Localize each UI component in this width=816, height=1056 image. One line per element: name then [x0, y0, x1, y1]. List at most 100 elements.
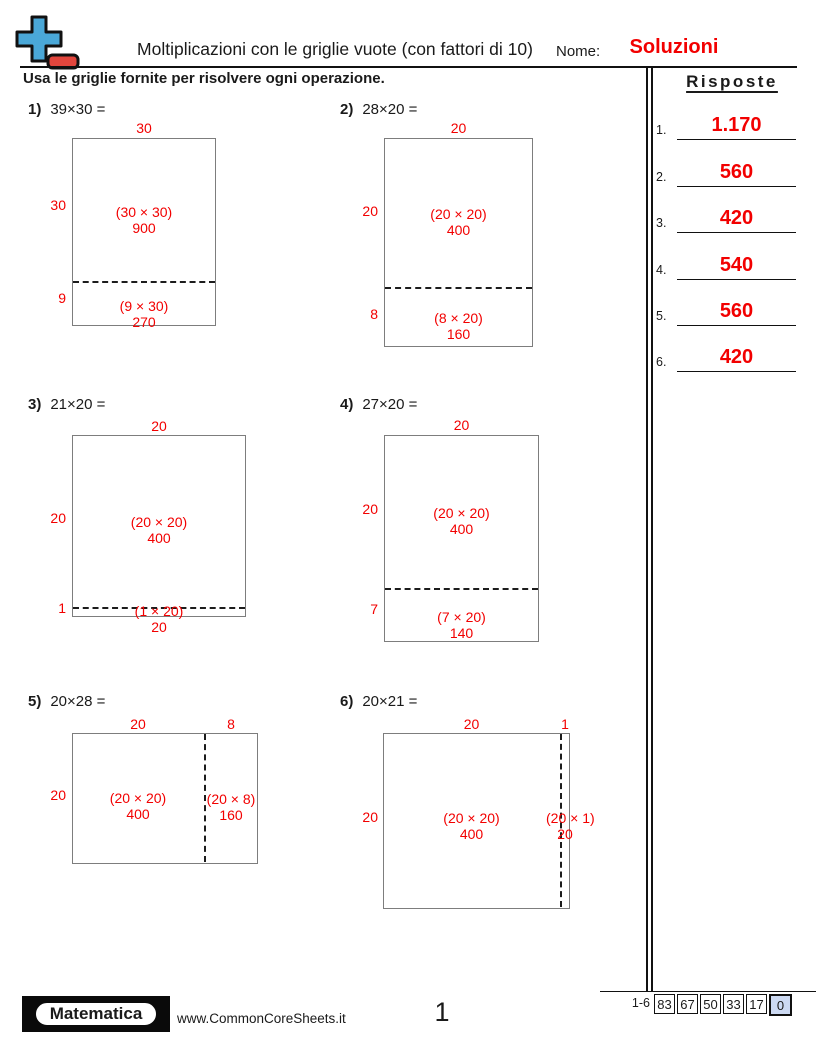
grid-cell-work: (20 × 20) 400	[72, 790, 204, 822]
grid-divider-dashed	[73, 281, 215, 283]
score-cell: 67	[677, 994, 698, 1014]
grid-cell-work: (20 × 1) 20	[546, 810, 595, 842]
cell-product: 140	[449, 625, 474, 641]
grid-cell-work: (30 × 30) 900	[72, 204, 216, 236]
cell-formula: (7 × 20)	[437, 609, 486, 625]
problem-expression: 28×20 =	[362, 101, 418, 118]
grid-cell-work: (20 × 20) 400	[384, 505, 539, 537]
answer-line	[677, 325, 796, 326]
grid-cell-work: (20 × 20) 400	[72, 514, 246, 546]
cell-product: 400	[126, 806, 150, 822]
score-table: 83 67 50 33 17 0	[654, 994, 792, 1016]
grid-cell-work: (7 × 20) 140	[384, 609, 539, 641]
multiplication-grid	[383, 733, 570, 909]
answers-heading: Risposte	[686, 72, 778, 91]
grid-side-label: 20	[362, 809, 378, 825]
cell-product: 400	[446, 222, 471, 238]
grid-divider-dashed	[204, 734, 206, 862]
problem-expression: 20×28 =	[50, 693, 106, 710]
grid-side-label: 1	[58, 600, 66, 616]
score-cell: 50	[700, 994, 721, 1014]
grid-divider-dashed	[385, 588, 538, 590]
answer-value: 560	[719, 161, 754, 183]
answer-number: 5.	[656, 309, 667, 323]
cell-product: 270	[132, 314, 156, 330]
cell-formula: (8 × 20)	[434, 310, 483, 326]
cell-formula: (9 × 30)	[119, 298, 169, 314]
multiplication-grid	[72, 138, 216, 326]
grid-cell-work: (20 × 8) 160	[204, 791, 258, 823]
score-cell-highlighted: 0	[769, 994, 792, 1016]
multiplication-grid	[72, 435, 246, 617]
score-cell: 33	[723, 994, 744, 1014]
cell-formula: (20 × 20)	[443, 810, 500, 826]
answer-number: 1.	[656, 123, 667, 137]
problem-expression: 27×20 =	[362, 396, 418, 413]
grid-side-label: 20	[362, 203, 378, 219]
instruction-text: Usa le griglie fornite per risolvere ogn…	[23, 70, 385, 87]
answer-number: 2.	[656, 170, 667, 184]
cell-formula: (20 × 1)	[546, 810, 595, 826]
website-link: www.CommonCoreSheets.it	[177, 1011, 346, 1026]
cell-product: 900	[132, 220, 156, 236]
problem-expression: 39×30 =	[50, 101, 106, 118]
score-cell: 17	[746, 994, 767, 1014]
grid-top-label: 1	[561, 716, 569, 732]
grid-top-label: 20	[463, 716, 480, 732]
cell-formula: (20 × 20)	[109, 790, 167, 806]
grid-cell-work: (8 × 20) 160	[384, 310, 533, 342]
score-cell: 83	[654, 994, 675, 1014]
answer-line	[677, 232, 796, 233]
score-range-label: 1-6	[631, 996, 650, 1010]
header-rule	[20, 66, 797, 68]
cell-product: 20	[151, 619, 167, 635]
cell-formula: (30 × 30)	[115, 204, 173, 220]
grid-divider-dashed	[560, 734, 562, 907]
multiplication-grid	[384, 138, 533, 347]
answer-line	[677, 186, 796, 187]
grid-cell-work: (9 × 30) 270	[72, 298, 216, 330]
answer-number: 6.	[656, 355, 667, 369]
grid-side-label: 30	[50, 197, 66, 213]
brand-logo: Matematica	[22, 996, 170, 1032]
problem-number: 5)	[28, 693, 42, 710]
cell-product: 400	[459, 826, 484, 842]
answer-value: 560	[719, 300, 754, 322]
grid-side-label: 20	[362, 501, 378, 517]
problem-number: 2)	[340, 101, 354, 118]
problem-expression: 21×20 =	[50, 396, 106, 413]
score-rule	[600, 991, 816, 992]
grid-cell-work: (20 × 20) 400	[384, 206, 533, 238]
grid-side-label: 20	[50, 787, 66, 803]
answer-line	[677, 279, 796, 280]
cell-formula: (20 × 20)	[130, 514, 188, 530]
grid-top-label: 20	[151, 418, 167, 434]
cell-product: 400	[147, 530, 171, 546]
grid-cell-work: (1 × 20) 20	[72, 603, 246, 635]
grid-top-label: 20	[453, 417, 470, 433]
brand-badge: Matematica	[33, 1001, 159, 1027]
grid-divider-dashed	[73, 607, 245, 609]
name-value: Soluzioni	[629, 36, 719, 58]
cell-formula: (20 × 20)	[433, 505, 490, 521]
multiplication-grid	[72, 733, 258, 864]
answer-value: 420	[719, 207, 754, 229]
answer-value: 1.170	[711, 114, 762, 136]
cell-formula: (20 × 8)	[206, 791, 256, 807]
cell-product: 160	[446, 326, 471, 342]
answer-value: 540	[719, 254, 754, 276]
page-title: Moltiplicazioni con le griglie vuote (co…	[137, 39, 533, 59]
grid-top-label: 8	[227, 716, 235, 732]
answer-line	[677, 371, 796, 372]
answers-divider	[646, 67, 653, 991]
grid-top-label: 30	[136, 120, 152, 136]
grid-side-label: 7	[370, 601, 378, 617]
cell-product: 160	[219, 807, 243, 823]
problem-number: 1)	[28, 101, 42, 118]
grid-top-label: 20	[450, 120, 467, 136]
answer-line	[677, 139, 796, 140]
cell-formula: (1 × 20)	[134, 603, 184, 619]
grid-top-label: 20	[130, 716, 146, 732]
grid-side-label: 20	[50, 510, 66, 526]
